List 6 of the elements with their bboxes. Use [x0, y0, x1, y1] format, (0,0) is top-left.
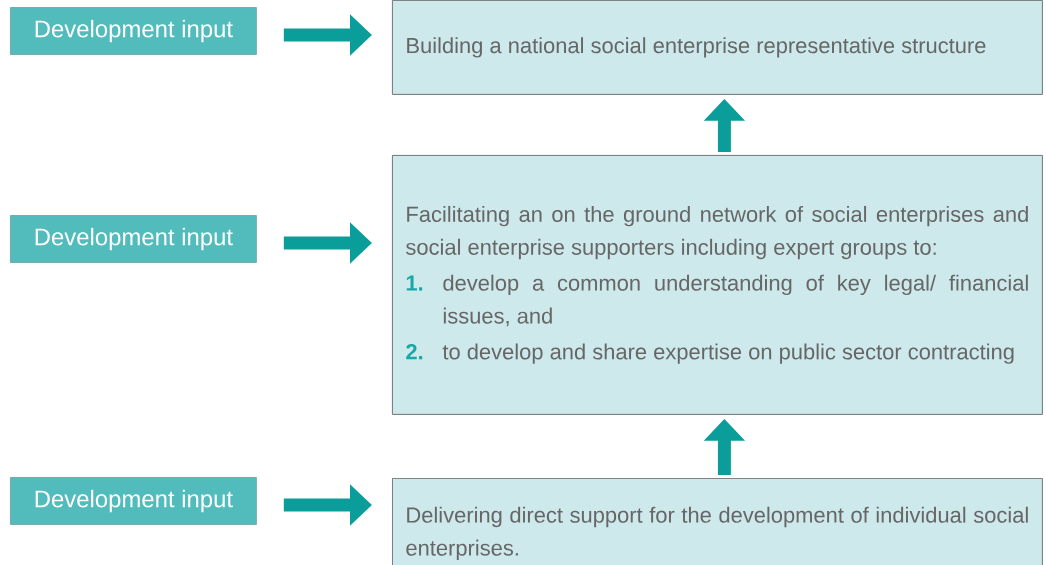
- text-box: Delivering direct support for the development of individual social enterprises.: [392, 478, 1043, 565]
- input-box: Development input: [10, 477, 257, 525]
- text-box: Facilitating an on the ground network of social enterprises and social enterprise supporters including expert groups to: 1. develop a common understanding of key legal/ financial issues, and 2. to develop and share expertise on public sector contracting: [392, 155, 1043, 415]
- text-box: Building a national social enterprise representative structure: [392, 0, 1043, 95]
- input-box: Development input: [10, 7, 257, 55]
- input-box: Development input: [10, 215, 257, 263]
